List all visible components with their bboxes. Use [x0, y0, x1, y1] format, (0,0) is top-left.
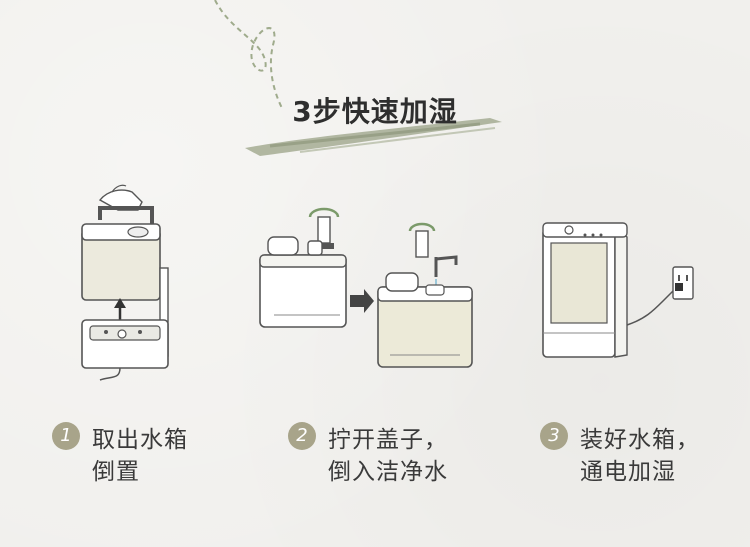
title-block: 3步快速加湿 [240, 80, 510, 160]
step-1-text-line2: 倒置 [92, 459, 140, 485]
brush-stroke-decoration [245, 118, 502, 156]
step-2-text-line2: 倒入洁净水 [328, 459, 448, 485]
remove-tank-illustration [81, 184, 169, 381]
step-number-badge: 3 [540, 422, 568, 450]
dashed-swirl-decoration [214, 0, 284, 111]
step-2-text-line1: 拧开盖子， [328, 427, 448, 453]
plug-in-illustration [542, 222, 694, 358]
step-1-text-line1: 取出水箱 [92, 427, 188, 453]
page-title: 3步快速加湿 [292, 95, 458, 128]
fill-water-illustration [259, 207, 473, 368]
step-number-badge: 2 [288, 422, 316, 450]
step-3-text-line2: 通电加湿 [580, 459, 676, 485]
step-3-text-line1: 装好水箱， [580, 427, 700, 453]
step-number-badge: 1 [52, 422, 80, 450]
